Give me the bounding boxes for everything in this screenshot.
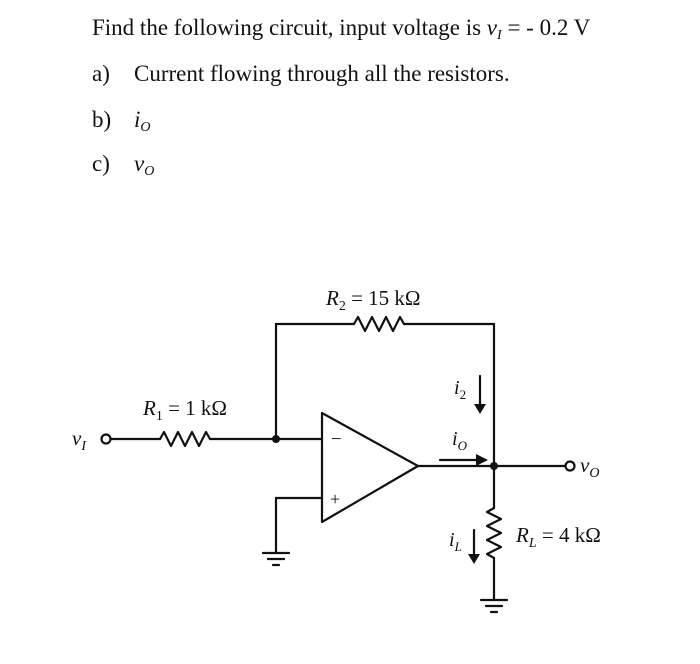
vi-sym: v [72,426,82,450]
item-c-marker: c) [92,151,110,176]
i2-sym: i [454,377,460,399]
question-suffix: = - 0.2 V [501,15,591,40]
question-var: v [486,15,498,40]
item-c: c) vO [92,150,154,186]
label-il: iL [449,529,462,554]
plus-sign: + [330,489,340,509]
il-sub: L [454,539,462,554]
resistor-rl [485,506,503,560]
item-a-text: Current flowing through all the resistor… [134,61,510,86]
rl-value: = 4 kΩ [537,523,601,547]
label-vi: vI [72,426,87,454]
r2-value: = 15 kΩ [346,286,421,310]
resistor-r1 [158,430,212,448]
vi-terminal [100,433,112,445]
rl-sub: L [528,536,537,551]
r2-sym: R [325,286,339,310]
label-rl: RL = 4 kΩ [515,523,601,551]
item-b-marker: b) [92,107,112,132]
r1-sym: R [142,396,156,420]
vo-sub: O [589,466,599,481]
resistor-r2 [352,315,406,333]
label-i2: i2 [454,377,466,402]
minus-sign: − [331,429,342,450]
op-amp [320,411,420,524]
io-sub: O [458,438,468,453]
vo-sym: v [580,453,590,477]
question-text: Find the following circuit, input voltag… [92,14,590,50]
vi-sub: I [80,439,87,454]
label-r1: R1 = 1 kΩ [142,396,227,424]
r1-sub: 1 [156,409,163,424]
i2-sub: 2 [460,387,467,402]
junction-output [490,462,498,470]
item-c-var: v [134,151,145,176]
il-sym: i [449,529,455,551]
arrow-i2-head [474,404,486,414]
item-a: a) Current flowing through all the resist… [92,60,510,88]
r2-sub: 2 [339,299,346,314]
arrow-io-head [476,454,488,466]
io-sym: i [452,428,458,450]
vo-terminal [564,460,576,472]
rl-sym: R [515,523,529,547]
item-b: b) iO [92,106,151,142]
item-a-marker: a) [92,61,110,86]
item-c-sub: O [144,164,155,179]
label-vo: vO [580,453,599,481]
question-prefix: Find the following circuit, input voltag… [92,15,487,40]
item-b-var: i [134,107,141,132]
question-var-sub: I [497,28,502,43]
r1-value: = 1 kΩ [163,396,227,420]
label-io: iO [452,428,468,453]
arrow-il-head [468,554,480,564]
junction-inverting [272,435,280,443]
label-r2: R2 = 15 kΩ [325,286,421,314]
item-b-sub: O [140,120,151,135]
